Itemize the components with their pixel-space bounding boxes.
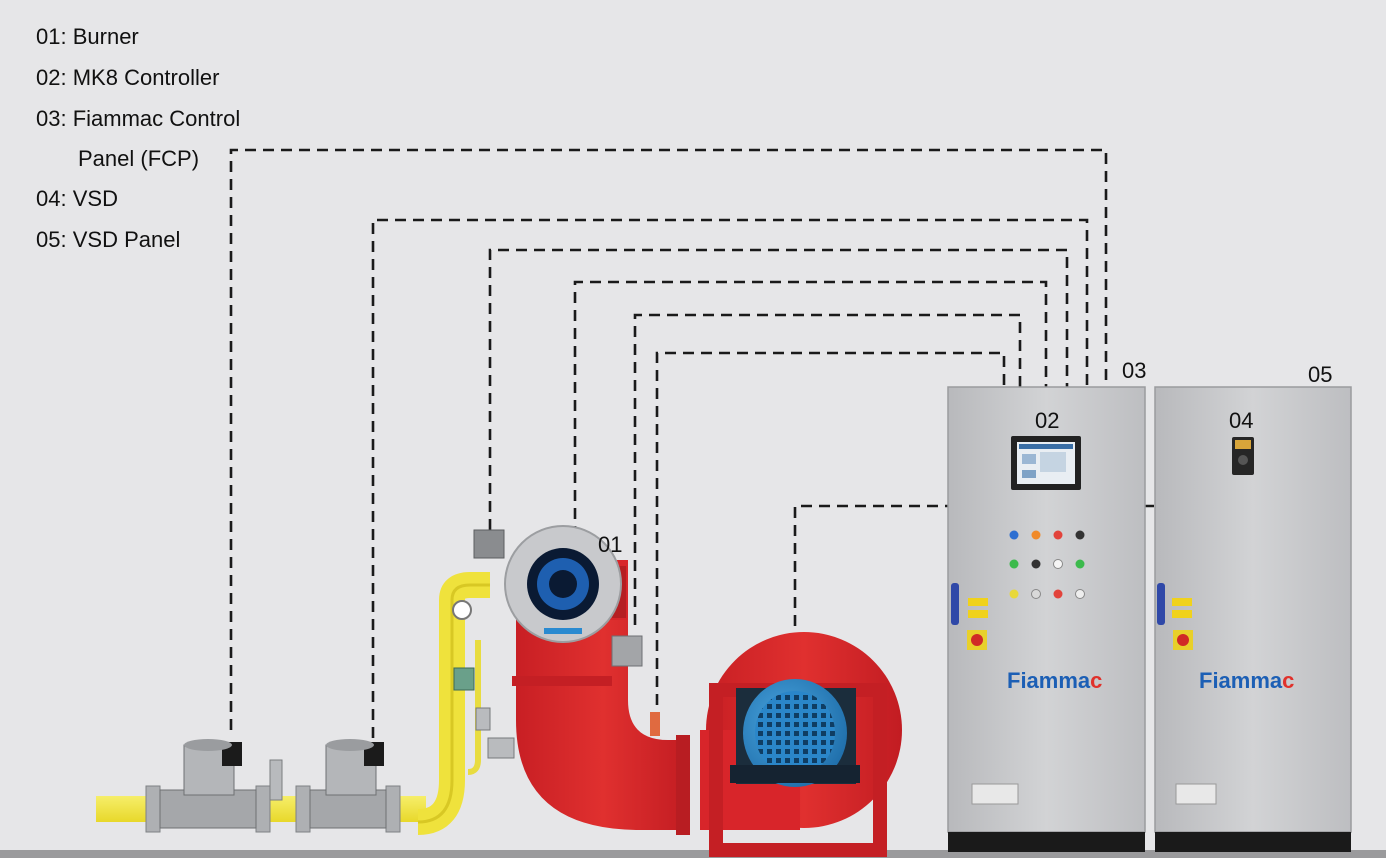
fcp-nameplate — [971, 783, 1019, 805]
floor-line — [0, 850, 1386, 858]
air-pressure-switch — [650, 712, 660, 736]
pressure-switch — [269, 759, 283, 801]
gas-train — [96, 572, 515, 835]
tag-burner: 01 — [598, 532, 622, 557]
legend: 01: Burner 02: MK8 Controller 03: Fiamma… — [36, 24, 240, 252]
vsd-plinth — [1155, 832, 1351, 852]
tag-fcp: 03 — [1122, 358, 1146, 383]
tag-vsd-panel: 05 — [1308, 362, 1332, 387]
vsd-door-handle — [1157, 583, 1165, 625]
combustion-fan — [700, 632, 902, 857]
vsd-brand-logo: Fiammac — [1199, 668, 1294, 693]
vsd-nameplate — [1175, 783, 1217, 805]
fcp-plinth — [948, 832, 1145, 852]
air-servo — [611, 635, 643, 667]
tag-mk8-controller: 02 — [1035, 408, 1059, 433]
legend-item-burner: 01: Burner — [36, 24, 139, 49]
legend-item-fcp-cont: Panel (FCP) — [78, 146, 199, 171]
solenoid-valve-2 — [309, 739, 387, 829]
burner-air-duct — [516, 600, 690, 830]
fcp-door-handle — [951, 583, 959, 625]
legend-item-fcp: 03: Fiammac Control — [36, 106, 240, 131]
pilot-regulator — [453, 667, 475, 691]
gas-pilot-line — [467, 640, 481, 775]
wire-valve2-fcp — [371, 218, 1089, 738]
tag-vsd: 04 — [1229, 408, 1253, 433]
fiammac-control-panel: Fiammac — [947, 386, 1146, 852]
wire-actuator-fcp — [488, 248, 1069, 530]
fcp-brand-logo: Fiammac — [1007, 668, 1102, 693]
servo-actuator — [473, 529, 505, 559]
wire-servo-fcp — [633, 313, 1022, 625]
legend-item-mk8: 02: MK8 Controller — [36, 65, 219, 90]
fcp-button-grid — [1009, 530, 1085, 599]
vsd-panel: Fiammac — [1154, 386, 1352, 852]
wire-flame-sensor-fcp — [573, 280, 1048, 555]
burner-01 — [473, 525, 690, 835]
pressure-gauge — [452, 600, 472, 620]
legend-item-vsd-panel: 05: VSD Panel — [36, 227, 180, 252]
wire-pressure-fcp — [655, 351, 1006, 705]
solenoid-valve-1 — [159, 739, 257, 829]
wire-valve1-fcp — [229, 148, 1108, 730]
legend-item-vsd: 04: VSD — [36, 186, 118, 211]
